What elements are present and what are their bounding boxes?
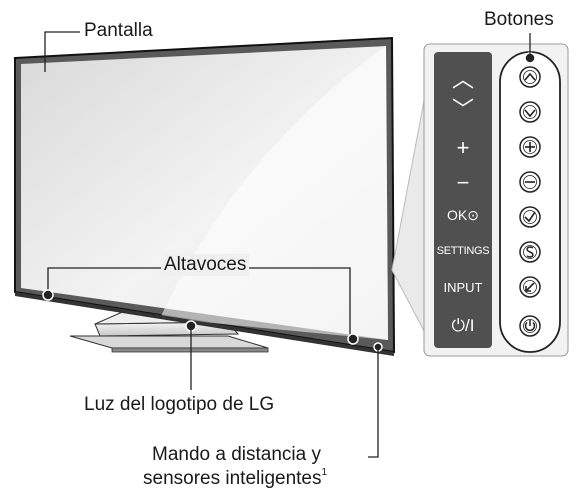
- remote-sensor-leader-line: [368, 350, 379, 458]
- settings-label: SETTINGS: [436, 245, 490, 257]
- plus-button-icon[interactable]: [519, 136, 541, 158]
- pantalla-label: Pantalla: [84, 20, 153, 41]
- remote-sensor-label-line1: Mando a distancia y: [152, 444, 321, 465]
- pantalla-leader-line: [44, 31, 80, 72]
- up-button-icon[interactable]: [519, 66, 541, 88]
- altavoces-label: Altavoces: [161, 254, 250, 276]
- tv-body: [14, 36, 396, 356]
- remote-sensor-label-line2: sensores inteligentes1: [143, 466, 328, 490]
- plus-label: +: [456, 135, 470, 160]
- up-label: ︿: [451, 67, 474, 92]
- ok-label: OK⊙: [434, 207, 492, 224]
- ok-button-icon[interactable]: [519, 206, 541, 228]
- minus-label: −: [456, 170, 470, 195]
- lg-logo-light-label: Luz del logotipo de LG: [84, 394, 275, 415]
- footnote-marker: 1: [321, 466, 328, 478]
- power-button-icon[interactable]: [519, 315, 541, 337]
- down-button-icon[interactable]: [519, 101, 541, 123]
- input-button-icon[interactable]: [519, 276, 541, 298]
- ok-symbol: ⊙: [467, 207, 479, 223]
- remote-sensor-dot: [373, 342, 383, 352]
- botones-label: Botones: [484, 9, 554, 30]
- remote-sensor-label-text: sensores inteligentes: [143, 468, 322, 489]
- left-speaker-dot: [42, 289, 54, 301]
- ok-text: OK: [447, 207, 468, 223]
- settings-button-icon[interactable]: [519, 241, 541, 263]
- power-label: ⏻/I: [451, 316, 475, 335]
- down-label: ﹀: [451, 97, 474, 122]
- input-label: INPUT: [443, 280, 483, 295]
- right-speaker-dot: [347, 333, 359, 345]
- minus-button-icon[interactable]: [519, 171, 541, 193]
